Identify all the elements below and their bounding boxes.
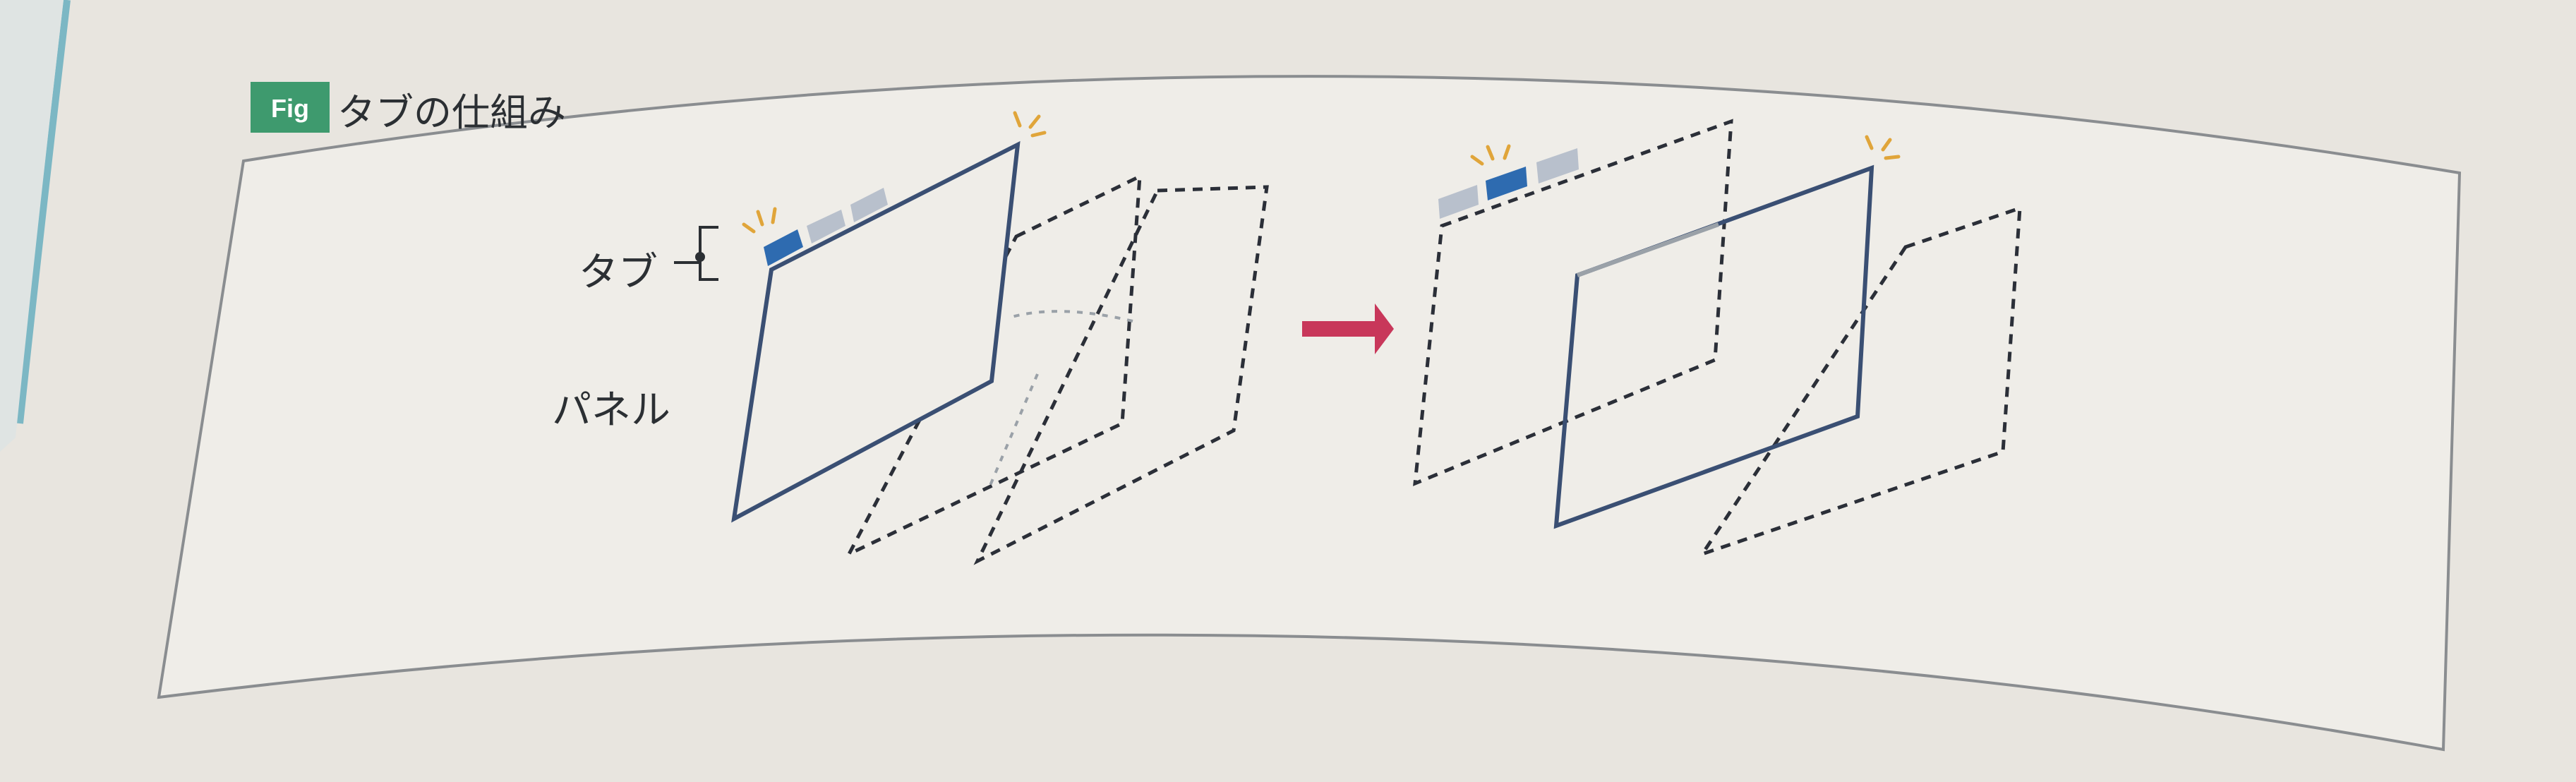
tab-pointer-dot (695, 252, 705, 262)
page-edge (16, 0, 71, 424)
tab-inactive-2 (1536, 148, 1579, 184)
hidden-panel-back (973, 185, 1269, 565)
tab-inactive-2 (850, 188, 888, 222)
sparkle-icon (1865, 135, 1901, 160)
fig-badge (251, 82, 330, 133)
active-panel (731, 140, 1021, 523)
left-group: タブ パネル (552, 111, 1269, 565)
tab-active (1486, 167, 1527, 200)
figure-header: Fig タブの仕組み (251, 82, 566, 135)
sparkle-icon (742, 207, 777, 234)
tab-inactive-1 (1438, 185, 1479, 219)
active-panel-hidden-edge (1576, 222, 1720, 277)
hidden-panel-front (1413, 119, 1733, 486)
label-panel: パネル (552, 387, 670, 433)
fig-badge-text: Fig (271, 94, 309, 123)
right-group (1413, 119, 2022, 558)
hidden-edge-dotted (988, 310, 1133, 488)
hidden-panel-middle (845, 173, 1142, 558)
tab-active (764, 229, 803, 266)
tab-inactive-1 (807, 210, 845, 243)
sparkle-icon (1470, 144, 1511, 166)
sparkle-icon (1013, 111, 1047, 138)
label-tab: タブ (579, 250, 658, 296)
page-edge-shadow (0, 0, 64, 452)
figure-frame (157, 75, 2462, 752)
active-panel (1553, 164, 1874, 529)
figure-title: タブの仕組み (337, 90, 566, 135)
right-arrow-icon (1302, 303, 1394, 354)
